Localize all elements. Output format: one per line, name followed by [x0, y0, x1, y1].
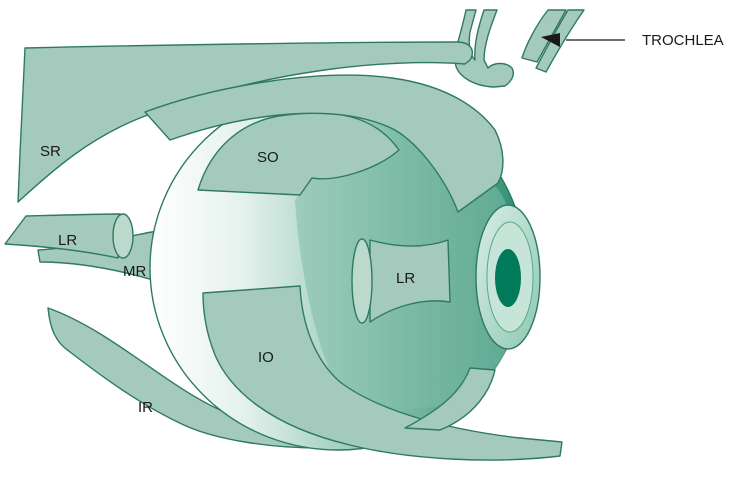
superior-rectus-muscle: [17, 41, 474, 203]
superior-oblique-tendon: [144, 74, 504, 213]
lateral-rectus-insertion: [351, 238, 373, 324]
trochlea-pointer: [541, 33, 625, 47]
inferior-oblique-muscle: [202, 285, 563, 461]
label-io: IO: [258, 349, 274, 366]
lateral-rectus-stump-end: [112, 213, 134, 259]
inferior-oblique-insertion: [404, 367, 496, 431]
label-lr-left: LR: [58, 232, 77, 249]
pupil: [495, 249, 521, 307]
label-so: SO: [257, 149, 279, 166]
lateral-rectus-muscle: [369, 239, 451, 323]
label-sr: SR: [40, 143, 61, 160]
label-lr-globe: LR: [396, 270, 415, 287]
trochlea-tendons: [454, 9, 585, 88]
label-trochlea: TROCHLEA: [642, 32, 724, 49]
cornea: [475, 204, 541, 350]
label-mr: MR: [123, 263, 146, 280]
label-ir: IR: [138, 399, 153, 416]
